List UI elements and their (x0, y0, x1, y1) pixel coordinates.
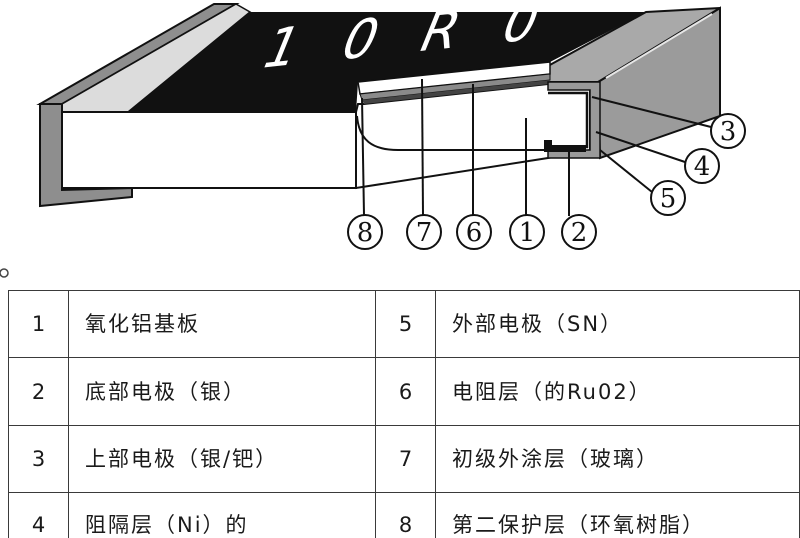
part-name: 氧化铝基板 (68, 290, 376, 358)
callout-7-leader (421, 78, 424, 216)
callout-7-circle (406, 214, 442, 250)
callout-1-circle (509, 214, 545, 250)
part-number: 5 (375, 290, 436, 358)
protective-layer (362, 80, 550, 104)
part-name: 外部电极（SN） (435, 290, 800, 358)
callout-7: 7 (406, 78, 442, 250)
substrate-front-face (61, 111, 357, 189)
callout-2: 2 (561, 150, 597, 250)
part-number: 6 (375, 357, 436, 426)
callout-8-circle (347, 214, 383, 250)
callout-5-label: 5 (660, 184, 677, 214)
callout-6-circle (456, 214, 492, 250)
callout-3: 3 (591, 96, 746, 149)
callout-3-leader (591, 96, 712, 128)
part-name: 初级外涂层（玻璃） (435, 425, 800, 493)
table-row: 4 阻隔层（Ni）的 8 第二保护层（环氧树脂） (8, 492, 800, 538)
callout-7-label: 7 (416, 218, 433, 248)
callout-6: 6 (456, 84, 492, 250)
callout-4-leader (595, 131, 686, 163)
table-row: 2 底部电极（银） 6 电阻层（的Ru02） (8, 357, 800, 426)
callout-3-circle (710, 113, 746, 149)
stray-mark (0, 268, 9, 278)
callout-8-label: 8 (357, 218, 374, 248)
chip-resistor-diagram: 10R0 8 7 6 (0, 3, 746, 278)
bottom-electrode (544, 140, 586, 152)
right-end-cap-highlight (605, 13, 713, 79)
callout-2-label: 2 (571, 218, 588, 248)
callout-5-circle (650, 180, 686, 216)
part-name: 阻隔层（Ni）的 (68, 492, 376, 538)
table-row: 3 上部电极（银/钯） 7 初级外涂层（玻璃） (8, 425, 800, 493)
part-name: 电阻层（的Ru02） (435, 357, 800, 426)
part-number: 2 (8, 357, 69, 426)
callout-8-leader (361, 97, 365, 216)
part-name: 上部电极（银/钯） (68, 425, 376, 493)
callout-8: 8 (347, 97, 383, 250)
parts-table: 1 氧化铝基板 5 外部电极（SN） 2 底部电极（银） 6 电阻层（的Ru02… (8, 290, 800, 538)
callout-6-label: 6 (466, 218, 483, 248)
part-number: 7 (375, 425, 436, 493)
callout-1-label: 1 (519, 218, 536, 248)
part-number: 3 (8, 425, 69, 493)
callout-4-circle (684, 148, 720, 184)
part-name: 第二保护层（环氧树脂） (435, 492, 800, 538)
overcoat-marking-layer (128, 12, 646, 112)
part-number: 8 (375, 492, 436, 538)
callout-4-label: 4 (694, 152, 711, 182)
table-row: 1 氧化铝基板 5 外部电极（SN） (8, 290, 800, 358)
callout-5: 5 (599, 149, 686, 216)
left-end-cap-face (39, 103, 133, 208)
callout-5-leader (599, 149, 653, 193)
part-number: 1 (8, 290, 69, 358)
part-name: 底部电极（银） (68, 357, 376, 426)
part-number: 4 (8, 492, 69, 538)
callout-3-label: 3 (720, 117, 737, 147)
cutaway-contour (356, 115, 546, 151)
callout-2-circle (561, 214, 597, 250)
callout-4: 4 (595, 131, 720, 184)
callout-1: 1 (509, 118, 545, 250)
